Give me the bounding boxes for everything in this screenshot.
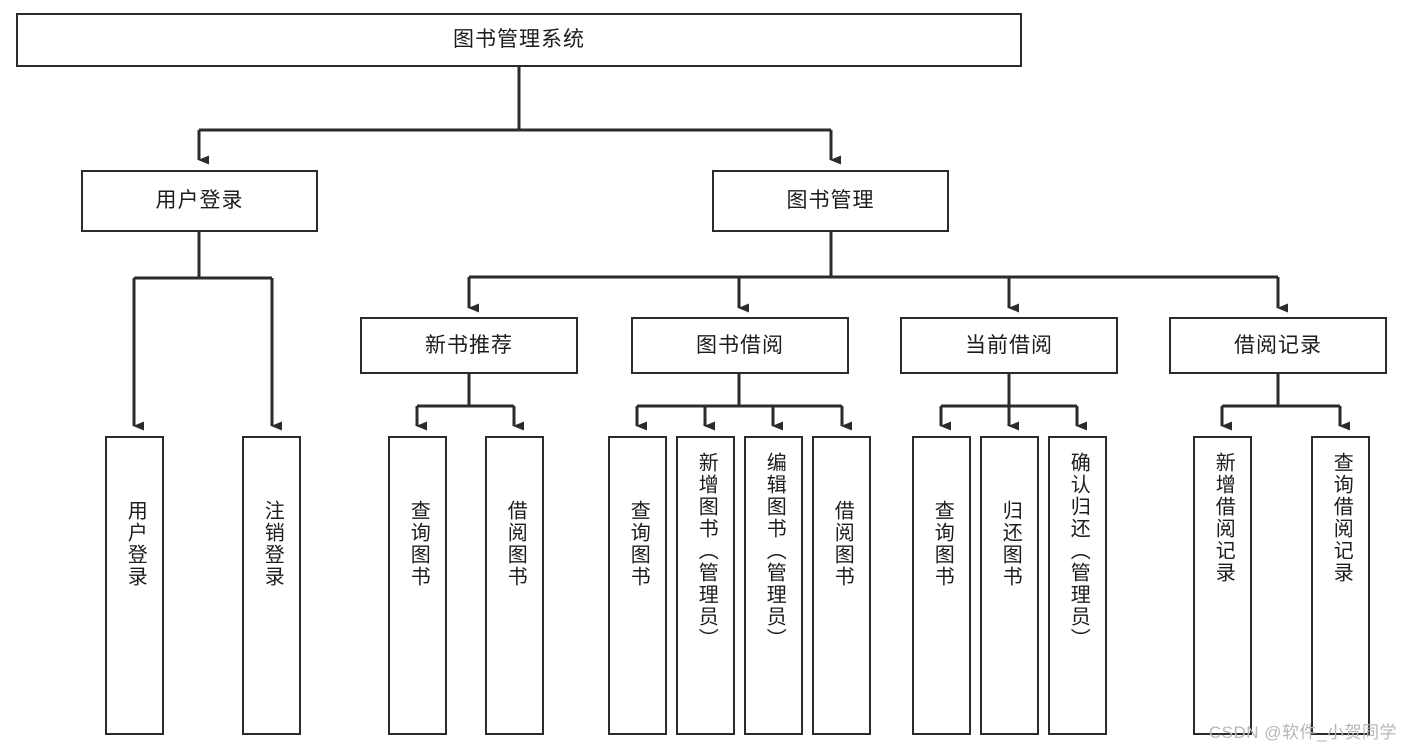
node-current-borrow[interactable]: 当前借阅 — [900, 317, 1118, 374]
node-root-label: 图书管理系统 — [453, 28, 585, 52]
node-leaf-query-book-1-label: 查询图书 — [407, 500, 430, 588]
node-leaf-query-book-3[interactable]: 查询图书 — [912, 436, 971, 735]
node-leaf-query-book-2[interactable]: 查询图书 — [608, 436, 667, 735]
node-leaf-add-book-label: 新增图书（管理员） — [695, 452, 718, 650]
node-root[interactable]: 图书管理系统 — [16, 13, 1022, 67]
node-leaf-borrow-book-1-label: 借阅图书 — [504, 500, 527, 588]
node-leaf-logout-login[interactable]: 注销登录 — [242, 436, 301, 735]
node-user-login[interactable]: 用户登录 — [81, 170, 318, 232]
node-borrow-record[interactable]: 借阅记录 — [1169, 317, 1387, 374]
node-leaf-borrow-book-2[interactable]: 借阅图书 — [812, 436, 871, 735]
node-leaf-user-login-label: 用户登录 — [124, 500, 147, 588]
node-leaf-query-book-1[interactable]: 查询图书 — [388, 436, 447, 735]
node-leaf-borrow-book-1[interactable]: 借阅图书 — [485, 436, 544, 735]
node-leaf-add-book[interactable]: 新增图书（管理员） — [676, 436, 735, 735]
node-leaf-query-record[interactable]: 查询借阅记录 — [1311, 436, 1370, 735]
node-borrow-record-label: 借阅记录 — [1234, 333, 1322, 357]
node-book-borrow-label: 图书借阅 — [696, 333, 784, 357]
node-book-management-label: 图书管理 — [786, 189, 875, 213]
node-leaf-confirm-return-label: 确认归还（管理员） — [1067, 452, 1090, 650]
node-book-borrow[interactable]: 图书借阅 — [631, 317, 849, 374]
node-current-borrow-label: 当前借阅 — [965, 333, 1053, 357]
node-book-management[interactable]: 图书管理 — [712, 170, 949, 232]
watermark-text: CSDN @软件_小贺同学 — [1208, 723, 1397, 742]
node-user-login-label: 用户登录 — [155, 189, 244, 213]
node-leaf-borrow-book-2-label: 借阅图书 — [831, 500, 854, 588]
node-new-book-recommend[interactable]: 新书推荐 — [360, 317, 578, 374]
node-leaf-query-record-label: 查询借阅记录 — [1330, 452, 1353, 584]
node-leaf-user-login[interactable]: 用户登录 — [105, 436, 164, 735]
node-leaf-confirm-return[interactable]: 确认归还（管理员） — [1048, 436, 1107, 735]
node-leaf-query-book-2-label: 查询图书 — [627, 500, 650, 588]
node-leaf-logout-login-label: 注销登录 — [261, 500, 284, 588]
node-leaf-query-book-3-label: 查询图书 — [931, 500, 954, 588]
node-leaf-add-record[interactable]: 新增借阅记录 — [1193, 436, 1252, 735]
node-leaf-edit-book[interactable]: 编辑图书（管理员） — [744, 436, 803, 735]
node-new-book-recommend-label: 新书推荐 — [425, 333, 513, 357]
node-leaf-add-record-label: 新增借阅记录 — [1212, 452, 1235, 584]
node-leaf-return-book-label: 归还图书 — [999, 500, 1022, 588]
node-leaf-edit-book-label: 编辑图书（管理员） — [763, 452, 786, 650]
node-leaf-return-book[interactable]: 归还图书 — [980, 436, 1039, 735]
